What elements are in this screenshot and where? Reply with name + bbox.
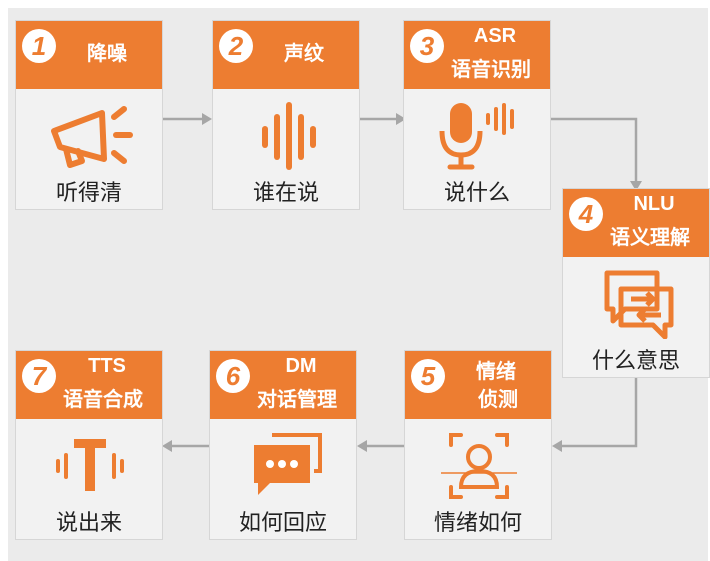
microphone-icon [439, 103, 514, 170]
step-caption: 什么意思 [591, 349, 680, 374]
arrow-4-5 [560, 378, 638, 448]
step-caption: 说出来 [55, 511, 122, 536]
megaphone-icon [51, 106, 133, 168]
step-caption: 情绪如何 [433, 511, 522, 536]
step-card-tts: 7 TTS 语音合成 说出来 [15, 350, 163, 540]
step-title: 声纹 [284, 41, 324, 65]
step-number: 4 [569, 197, 603, 231]
step-number: 7 [22, 359, 56, 393]
step-header: 1 降噪 [16, 21, 162, 89]
step-header: 3 ASR 语音识别 [404, 21, 550, 89]
step-title: NLU [633, 193, 675, 215]
step-subtitle: 语音识别 [451, 57, 531, 81]
step-number: 5 [411, 359, 445, 393]
step-card-dialog-management: 6 DM 对话管理 如何回应 [209, 350, 357, 540]
step-number: 1 [22, 29, 56, 63]
step-title: DM [285, 355, 317, 377]
step-number: 2 [219, 29, 253, 63]
step-caption: 说什么 [443, 181, 510, 206]
step-card-emotion-detection: 5 情绪 侦测 情绪如何 [404, 350, 552, 540]
face-scan-icon [441, 433, 517, 499]
step-header: 2 声纹 [213, 21, 359, 89]
step-subtitle: 对话管理 [257, 387, 337, 411]
step-card-voiceprint: 2 声纹 谁在说 [212, 20, 360, 210]
step-subtitle: 语音合成 [63, 387, 143, 411]
arrow-3-4 [551, 117, 638, 183]
step-header: 5 情绪 侦测 [405, 351, 551, 419]
step-header: 7 TTS 语音合成 [16, 351, 162, 419]
step-caption: 听得清 [55, 181, 122, 206]
step-subtitle: 语义理解 [610, 225, 690, 249]
step-number: 3 [410, 29, 444, 63]
step-card-noise-reduction: 1 降噪 听得清 [15, 20, 163, 210]
voiceprint-icon [262, 102, 316, 170]
step-header: 6 DM 对话管理 [210, 351, 356, 419]
step-card-nlu: 4 NLU 语义理解 什么意思 [562, 188, 710, 378]
step-card-asr: 3 ASR 语音识别 说什么 [403, 20, 551, 210]
step-caption: 谁在说 [252, 181, 319, 206]
chat-icon [254, 433, 322, 495]
step-title: 降噪 [87, 41, 127, 65]
step-title: 情绪 [476, 359, 516, 383]
speech-synthesis-icon [56, 439, 124, 491]
step-title: ASR [473, 25, 517, 47]
step-number: 6 [216, 359, 250, 393]
step-caption: 如何回应 [238, 511, 327, 536]
step-title: TTS [88, 355, 126, 377]
step-subtitle: 侦测 [478, 387, 518, 411]
step-header: 4 NLU 语义理解 [563, 189, 709, 257]
exchange-icon [604, 270, 674, 339]
